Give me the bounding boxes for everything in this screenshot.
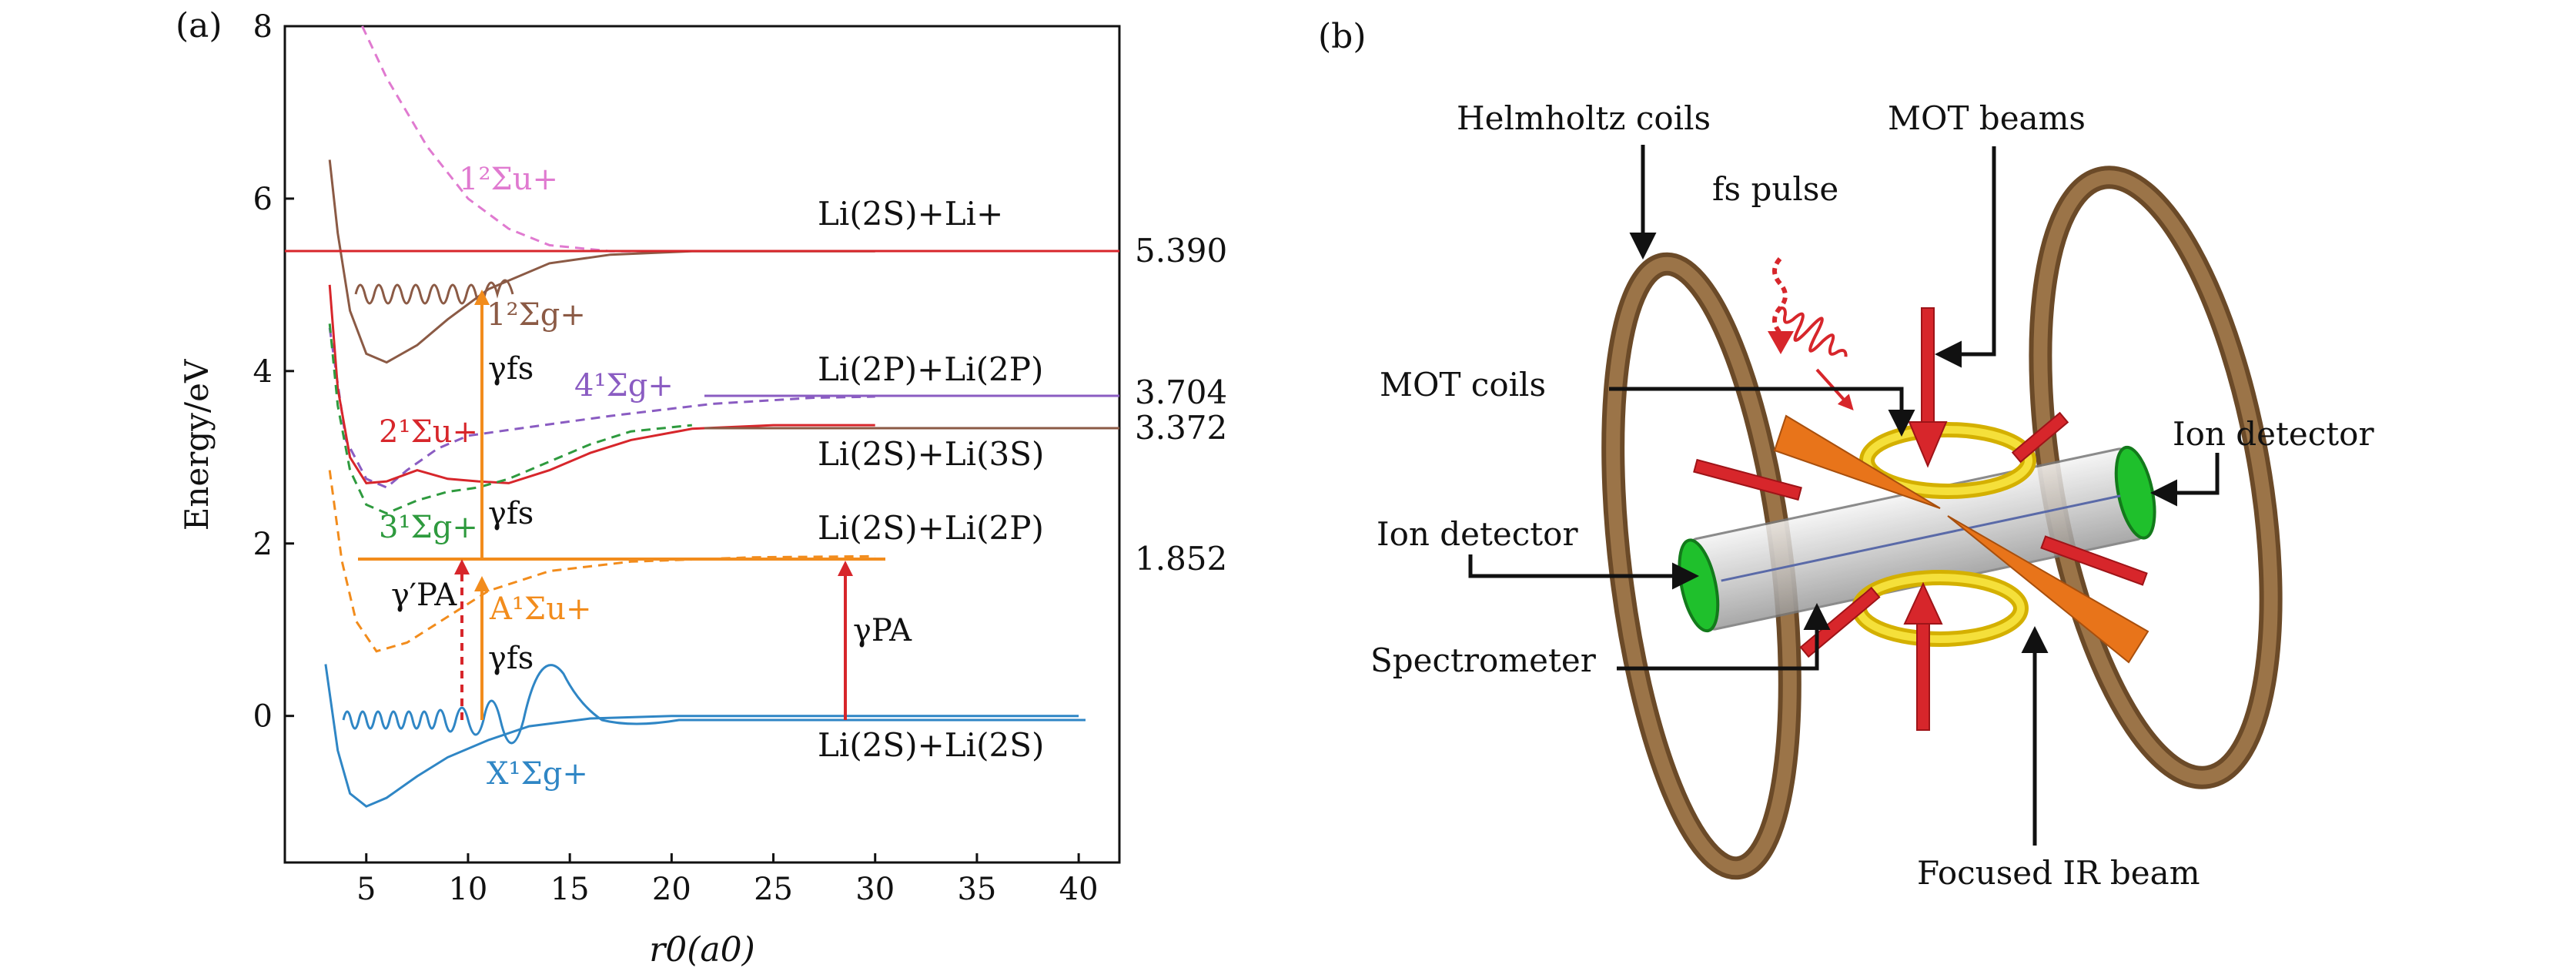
asymptote-li2s-li2s: Li(2S)+Li(2S) (818, 726, 1044, 764)
panel-b: (b) (1318, 17, 2374, 892)
leader-mot-beams (1935, 146, 1996, 368)
state-a-1-sigma-u: A¹Σu+ (489, 591, 591, 627)
x-tick-label: 10 (448, 872, 487, 907)
fs-pulse-wave (1777, 306, 1848, 357)
gamma-pa-label: γPA (853, 613, 912, 648)
x-tick-label: 40 (1059, 872, 1099, 907)
mot-beam-upper-right (2011, 411, 2069, 464)
mot-beam-right-lower (2040, 535, 2148, 586)
x-axis-label: r0(a0) (649, 930, 755, 970)
panel-a: (a) Energy/eV r0(a0) 5 10 15 20 25 30 35 40 0 2 4 6… (176, 6, 1227, 970)
x-tick-label: 35 (957, 872, 996, 907)
leader-lines (1468, 145, 2220, 846)
state-x-1-sigma-g: X¹Σg+ (487, 756, 588, 792)
y-tick-label: 8 (253, 9, 273, 45)
asymptote-li2s-li2p: Li(2S)+Li(2P) (818, 509, 1044, 547)
curve-series-0 (361, 25, 672, 253)
label-focused-ir-beam: Focused IR beam (1917, 854, 2200, 892)
potential-curves (324, 25, 1079, 808)
mot-beam-bottom-head (1903, 581, 1943, 625)
x-tick-label: 15 (550, 872, 590, 907)
panel-b-label: (b) (1318, 17, 1367, 56)
asymptote-li2s-li-plus: Li(2S)+Li+ (818, 195, 1003, 233)
curve-series-6 (324, 664, 1079, 808)
fs-pulse-arrow-head (1768, 331, 1794, 354)
mot-beams (1693, 307, 2148, 731)
asymptote-li2s-li3s: Li(2S)+Li(3S) (818, 435, 1044, 473)
mot-beam-left-upper (1693, 458, 1802, 501)
label-mot-beams: MOT beams (1888, 99, 2086, 137)
mot-coil-bottom-highlight (1855, 574, 2025, 643)
y-tick-label: 4 (253, 354, 273, 390)
value-1852: 1.852 (1135, 540, 1227, 578)
fs-pulse-packet (1777, 306, 1848, 357)
label-fs-pulse: fs pulse (1712, 170, 1838, 208)
x-tick-label: 30 (855, 872, 895, 907)
axis-ticks: 5 10 15 20 25 30 35 40 0 2 4 6 8 (253, 9, 1099, 907)
state-1-2-sigma-g: 1²Σg+ (487, 297, 586, 333)
gamma-fs-label-2: γfs (488, 496, 534, 531)
y-tick-label: 0 (253, 699, 273, 735)
ir-beam-cone-right (1947, 515, 2149, 664)
mot-beam-lower-left (1799, 586, 1881, 658)
x-tick-label: 20 (652, 872, 691, 907)
value-5390: 5.390 (1135, 232, 1227, 270)
gamma-pa-prime-label: γ′PA (391, 578, 457, 613)
x-tick-label: 25 (754, 872, 793, 907)
asymptote-li2p-li2p: Li(2P)+Li(2P) (818, 350, 1043, 388)
fs-pulse-arrow-squiggle (1772, 257, 1788, 334)
leader-ion-detector-right (2150, 453, 2220, 507)
mot-beam-bottom (1916, 621, 1930, 731)
label-ion-detector-left: Ion detector (1377, 515, 1578, 553)
y-axis-label: Energy/eV (178, 359, 216, 531)
curve-series-1 (328, 159, 875, 364)
state-3-1-sigma-g: 3¹Σg+ (379, 510, 478, 545)
blue-vibrational-wavefunction (342, 664, 1086, 745)
gamma-fs-label-1: γfs (488, 351, 534, 387)
curve-series-2 (328, 327, 875, 489)
x-tick-label: 5 (356, 872, 376, 907)
label-helmholtz-coils: Helmholtz coils (1457, 99, 1711, 137)
ion-trajectory (1721, 494, 2121, 582)
curve-series-5 (328, 470, 875, 653)
label-spectrometer: Spectrometer (1370, 641, 1597, 679)
panel-a-label: (a) (176, 6, 222, 45)
curve-series-4 (328, 323, 692, 515)
leader-spectrometer (1617, 603, 1831, 671)
state-4-1-sigma-g: 4¹Σg+ (574, 368, 674, 404)
mot-coil-top-highlight (1863, 426, 2032, 495)
ir-beam-cone-left (1773, 414, 1941, 509)
state-2-1-sigma-u: 2¹Σu+ (379, 414, 478, 450)
mot-beam-top (1921, 307, 1935, 424)
value-3372: 3.372 (1135, 409, 1227, 447)
y-tick-label: 6 (253, 182, 273, 217)
leader-mot-coils (1609, 387, 1915, 437)
state-1-2-sigma-u: 1²Σu+ (459, 162, 558, 197)
leader-ion-detector-left (1468, 554, 1699, 590)
y-tick-label: 2 (253, 527, 273, 562)
curve-series-3 (328, 284, 875, 484)
plot-frame (283, 25, 1121, 864)
mot-beam-top-head (1908, 421, 1948, 468)
gamma-fs-label-3: γfs (488, 641, 534, 676)
label-ion-detector-right: Ion detector (2173, 415, 2374, 453)
value-3704: 3.704 (1135, 373, 1227, 411)
label-mot-coils: MOT coils (1380, 366, 1546, 404)
